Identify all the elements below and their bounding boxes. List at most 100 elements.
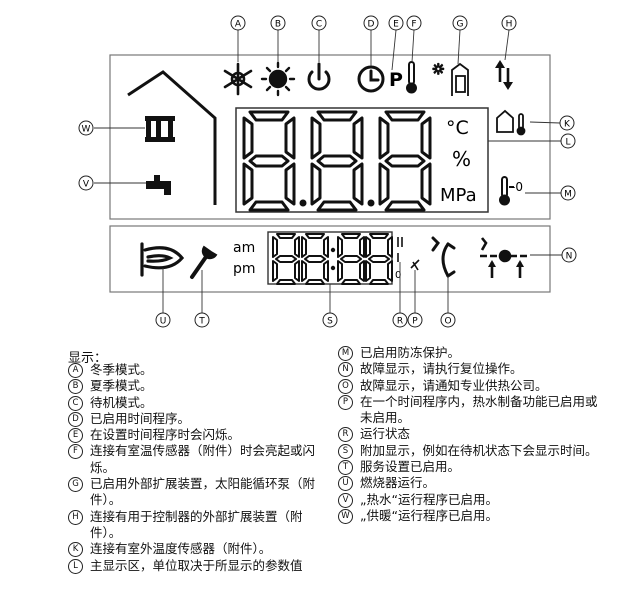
legend-badge: G: [68, 477, 83, 493]
svg-text:P: P: [412, 317, 418, 327]
legend-badge: L: [68, 558, 83, 574]
svg-text:U: U: [160, 317, 167, 327]
legend-badge: S: [338, 443, 353, 459]
callout-b: B: [270, 15, 286, 31]
svg-text:N: N: [566, 252, 573, 262]
callout-s: S: [322, 312, 338, 328]
svg-text:D: D: [368, 20, 375, 30]
callout-w: W: [78, 120, 94, 136]
svg-text:R: R: [397, 317, 403, 327]
legend-badge: O: [338, 378, 353, 394]
callout-g: G: [452, 15, 468, 31]
legend-text: 已启用防冻保护。: [360, 345, 461, 360]
legend-text: 已启用外部扩展装置，太阳能循环泵（附件）。: [90, 476, 316, 508]
sun-icon: [260, 61, 296, 97]
legend-text: „热水“运行程序已启用。: [360, 491, 498, 507]
legend-text: 连接有用于控制器的外部扩展装置（附件）。: [90, 508, 303, 540]
legend-item-l: L 主显示区，单位取决于所显示的参数值: [68, 558, 330, 574]
callout-c: C: [311, 15, 327, 31]
legend-text: 附加显示，例如在待机状态下会显示时间。: [360, 442, 598, 458]
legend-text: 连接有室外温度传感器（附件）。: [90, 541, 272, 557]
svg-text:G: G: [457, 20, 464, 30]
callout-r: R: [392, 312, 408, 328]
svg-text:E: E: [393, 20, 399, 30]
callout-f: F: [406, 15, 422, 31]
fan-icon: [410, 259, 420, 271]
frost-protection-icon: [499, 176, 514, 206]
burner-icon: [140, 242, 185, 277]
wrench-icon: [190, 245, 218, 279]
legend-text: 燃烧器运行。: [360, 475, 436, 491]
pipe-valve-icon: [480, 237, 530, 278]
legend-text: 在设置时间程序时会闪烁。: [90, 427, 241, 443]
legend-badge: D: [68, 411, 83, 427]
legend-badge: H: [68, 509, 83, 525]
lcd-diagram: P ☀ °C % MPa -0: [78, 15, 577, 328]
svg-text:S: S: [327, 317, 333, 327]
outdoor-sensor-icon: [496, 109, 526, 136]
callout-t: T: [194, 312, 210, 328]
clock-icon: [357, 65, 385, 93]
legend-item-w: W„供暖“运行程序已启用。: [338, 508, 608, 524]
legend-text: 主显示区，单位取决于所显示的参数值: [90, 557, 303, 573]
legend-badge: V: [338, 492, 353, 508]
legend-badge: N: [338, 362, 353, 378]
legend-item-k: K 连接有室外温度传感器（附件）。: [68, 541, 330, 558]
top-panel: [109, 54, 551, 220]
svg-text:H: H: [506, 20, 513, 30]
callout-v: V: [78, 175, 94, 191]
pressure-unit: MPa: [440, 185, 477, 206]
legend-item-h: H 连接有用于控制器的外部扩展装置（附件）。: [68, 509, 330, 542]
legend-item-v: V „热水“运行程序已启用。: [338, 492, 608, 508]
svg-text:B: B: [275, 20, 281, 30]
legend-item-f: F 连接有室温传感器（附件）时会亮起或闪烁。: [68, 443, 330, 476]
thermometer-icon: [406, 61, 417, 94]
power-icon: [307, 62, 331, 91]
legend-item-a: A 冬季模式。: [68, 362, 330, 378]
callout-h: H: [501, 15, 517, 31]
legend-badge: C: [68, 395, 83, 411]
svg-text:O: O: [444, 317, 451, 327]
callout-m: M: [560, 185, 576, 201]
am-label: am: [233, 240, 255, 256]
svg-text:☀: ☀: [432, 62, 445, 78]
legend-badge: W: [338, 508, 353, 524]
legend-badge: A: [68, 363, 83, 378]
callout-p: P: [407, 312, 423, 328]
callout-o: O: [440, 312, 456, 328]
celsius-unit: °C: [446, 117, 469, 139]
house-icon: [127, 70, 217, 205]
solar-extension-icon: ☀: [431, 61, 469, 96]
phone-icon: [431, 236, 456, 278]
percent-unit: %: [452, 147, 471, 171]
legend-badge: T: [338, 460, 353, 476]
callout-n: N: [561, 247, 577, 263]
legend-text: 故障显示，请通知专业供热公司。: [360, 377, 548, 393]
legend-badge: K: [68, 542, 83, 558]
legend-badge: B: [68, 379, 83, 395]
legend-text: 连接有室温传感器（附件）时会亮起或闪烁。: [90, 443, 316, 475]
legend-item-t: T 服务设置已启用。: [338, 459, 608, 476]
svg-text:T: T: [198, 317, 205, 327]
radiator-icon: [145, 116, 175, 142]
callout-e: E: [388, 15, 404, 31]
legend-badge: F: [68, 444, 83, 460]
legend-text: 服务设置已启用。: [360, 459, 461, 475]
legend-text: 在一个时间程序内，热水制备功能已启用或未启用。: [360, 393, 598, 426]
legend-item-e: E 在设置时间程序时会闪烁。: [68, 427, 330, 444]
legend-badge: E: [68, 428, 83, 444]
svg-text:W: W: [82, 125, 91, 135]
legend-text: 冬季模式。: [90, 362, 153, 377]
legend-text: 已启用时间程序。: [90, 410, 191, 426]
bottom-panel: [109, 225, 551, 293]
snowflake-icon: [223, 62, 253, 96]
status-bars: [397, 237, 403, 262]
legend-item-d: D 已启用时间程序。: [68, 411, 330, 427]
